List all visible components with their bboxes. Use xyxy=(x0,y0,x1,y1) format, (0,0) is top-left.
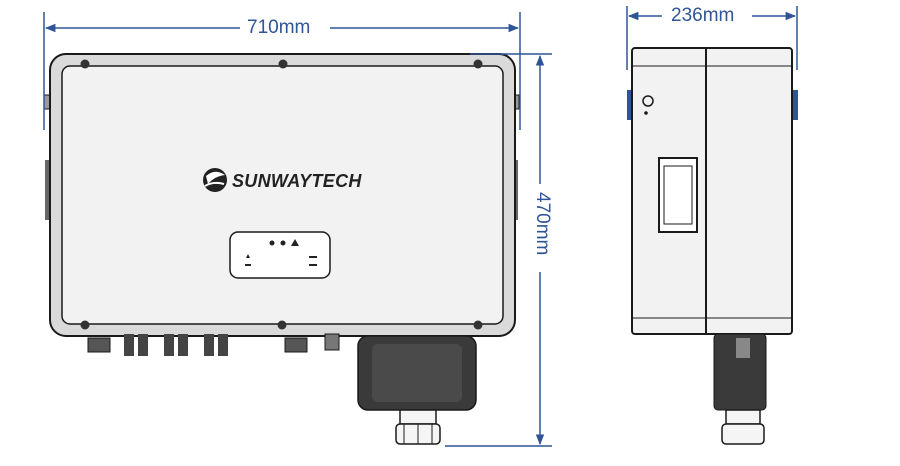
dimension-lines xyxy=(43,6,798,447)
side-mount-marker xyxy=(627,90,632,120)
side-handle-inner xyxy=(663,165,693,225)
side-mount-marker-right xyxy=(793,90,798,120)
width-dimension-label: 710mm xyxy=(244,17,314,39)
cable-gland-icon xyxy=(395,409,441,445)
side-view xyxy=(627,47,798,445)
side-indicator-dot xyxy=(644,111,648,115)
side-junction-box xyxy=(713,333,767,445)
side-switch-icon xyxy=(642,95,654,107)
height-dimension-label: 470mm xyxy=(531,189,553,259)
front-cover xyxy=(61,65,504,325)
led-indicator-icon xyxy=(229,231,331,279)
dc-connectors xyxy=(87,333,340,356)
brand-logo-icon xyxy=(203,168,227,192)
left-heatsink-fins xyxy=(45,160,51,220)
cover-screws xyxy=(80,59,483,330)
ac-junction-box xyxy=(357,335,477,411)
brand-name: SUNWAYTECH xyxy=(232,171,362,191)
side-handle xyxy=(658,157,698,233)
depth-dimension-label: 236mm xyxy=(668,5,738,27)
front-view xyxy=(43,53,520,445)
side-enclosure xyxy=(631,47,793,335)
